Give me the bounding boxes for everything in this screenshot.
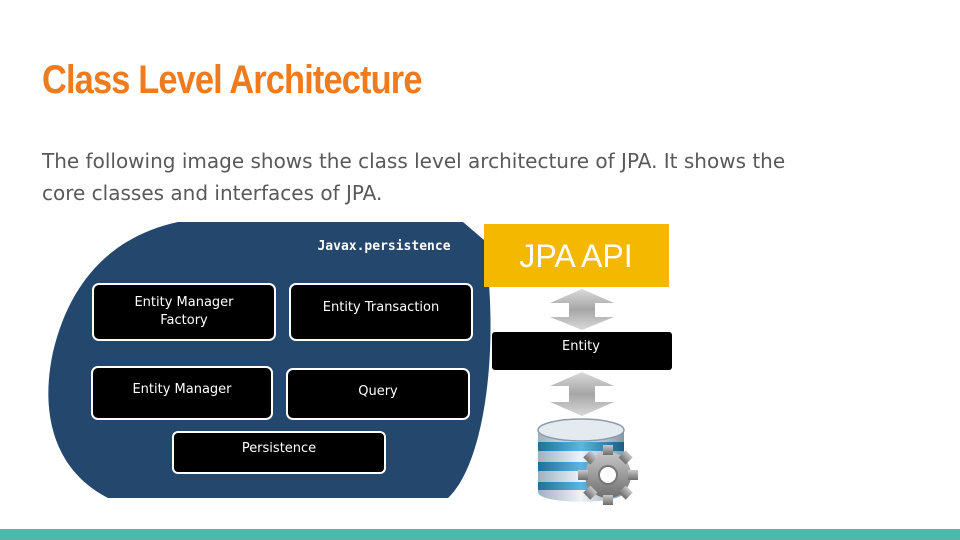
class-label-persistence: Persistence bbox=[242, 441, 316, 456]
class-label-entity-transaction: Entity Transaction bbox=[323, 300, 439, 315]
bottom-accent-bar bbox=[0, 529, 960, 540]
double-arrow-icon bbox=[550, 289, 614, 330]
slide-title: Class Level Architecture bbox=[42, 58, 422, 102]
class-label-entity-manager-factory-1: Entity Manager bbox=[134, 295, 234, 310]
package-label: Javax.persistence bbox=[317, 239, 450, 254]
class-box-persistence: Persistence bbox=[172, 431, 386, 474]
class-box-entity-manager-factory: Entity Manager Factory bbox=[92, 283, 276, 341]
class-box-entity-transaction: Entity Transaction bbox=[289, 283, 473, 341]
description-line-2: core classes and interfaces of JPA. bbox=[42, 181, 383, 205]
jpa-architecture-diagram: Javax.persistence Entity Manager Factory… bbox=[48, 222, 672, 505]
jpa-api-box: JPA API bbox=[484, 224, 669, 287]
double-arrow-icon-2 bbox=[550, 372, 614, 416]
class-box-query: Query bbox=[286, 368, 470, 420]
class-label-entity-manager: Entity Manager bbox=[132, 382, 232, 397]
description-line-1: The following image shows the class leve… bbox=[42, 149, 786, 173]
entity-box: Entity bbox=[492, 332, 672, 370]
class-box-entity-manager: Entity Manager bbox=[91, 366, 273, 420]
database-gear-icon bbox=[537, 418, 638, 505]
class-label-query: Query bbox=[358, 384, 398, 399]
jpa-api-label: JPA API bbox=[519, 238, 632, 274]
slide-description: The following image shows the class leve… bbox=[42, 145, 912, 209]
class-label-entity-manager-factory-2: Factory bbox=[160, 313, 208, 328]
entity-label: Entity bbox=[562, 339, 600, 354]
gear-icon bbox=[578, 445, 638, 505]
